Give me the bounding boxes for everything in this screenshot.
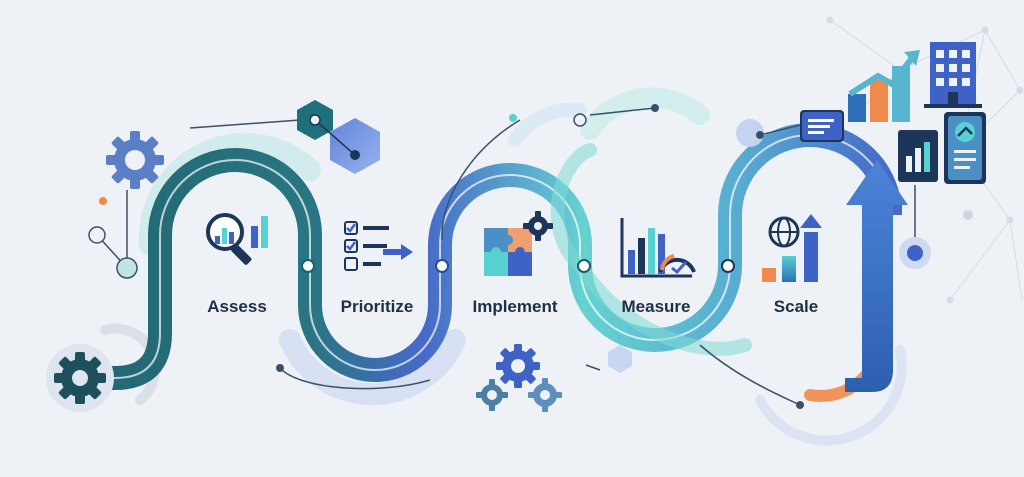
checklist-arrow-icon xyxy=(344,221,413,271)
path-nodes xyxy=(301,259,735,273)
globe-growth-icon xyxy=(762,214,822,282)
hexagon-cluster xyxy=(297,100,632,373)
document-card-icon xyxy=(800,110,844,142)
stage-label-implement: Implement xyxy=(472,297,558,316)
stage-label-assess: Assess xyxy=(207,297,267,316)
stage-label-measure: Measure xyxy=(621,297,691,316)
network-background xyxy=(826,16,1024,304)
stage-label-prioritize: Prioritize xyxy=(340,297,414,316)
decorative-dots xyxy=(88,104,973,409)
gear-icon xyxy=(106,131,164,189)
stage-label-scale: Scale xyxy=(773,297,819,316)
growth-arrow xyxy=(845,160,908,392)
trend-bars-icon xyxy=(848,50,920,122)
puzzle-gear-icon xyxy=(484,211,553,276)
building-icon xyxy=(924,42,982,108)
report-card-icon xyxy=(944,112,986,184)
chart-card-icon xyxy=(898,130,938,182)
bar-chart-gauge-icon xyxy=(620,218,696,278)
gears-cluster-icon xyxy=(476,344,562,412)
start-gear-icon xyxy=(46,344,114,412)
magnifier-chart-icon xyxy=(206,213,268,265)
